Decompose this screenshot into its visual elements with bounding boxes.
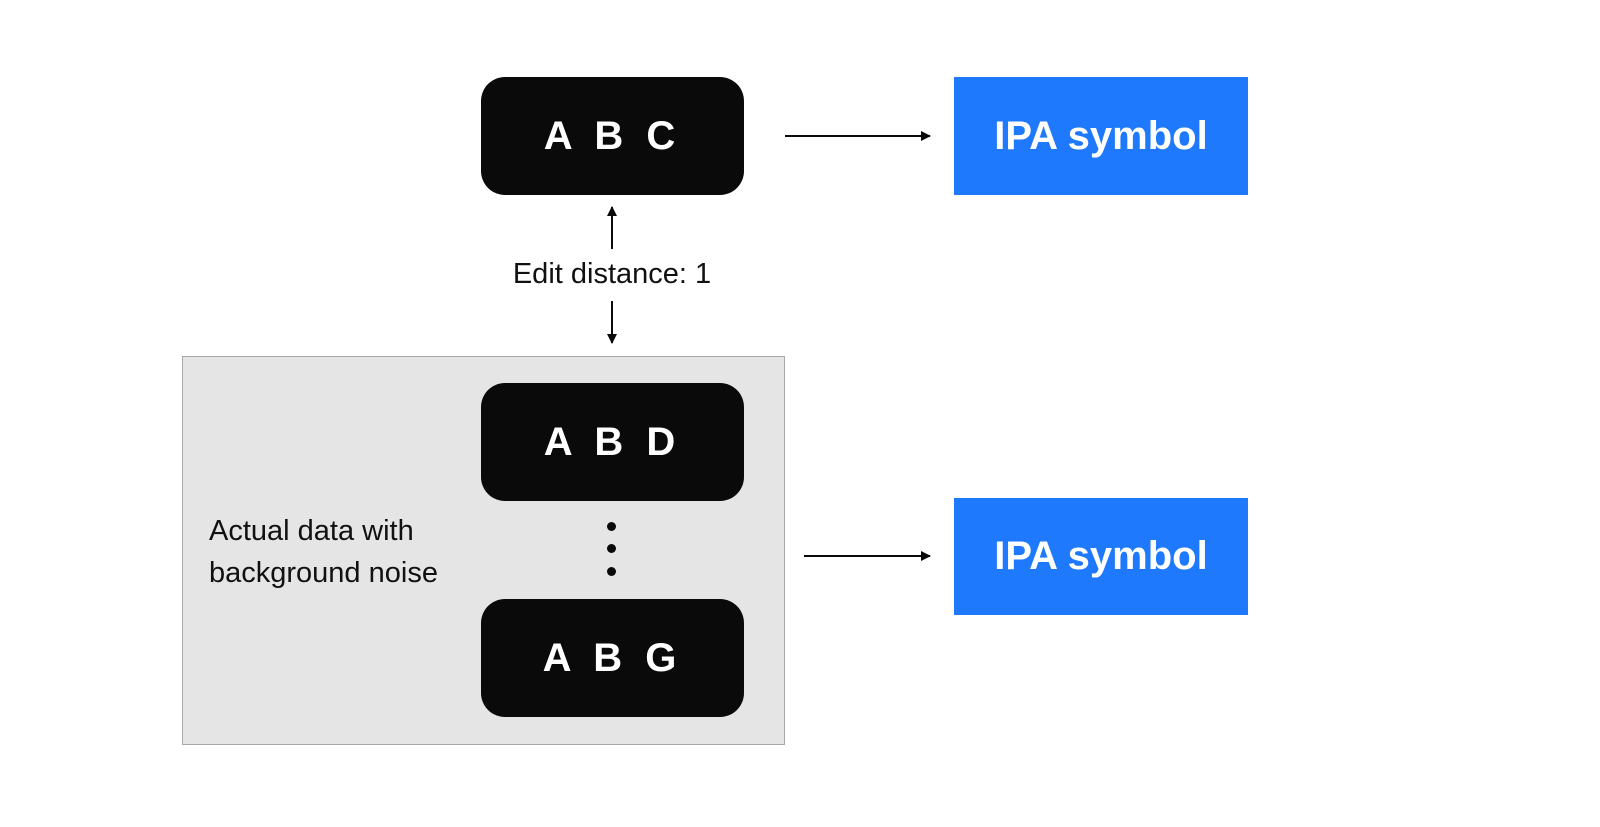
node-abc: A B C [481,77,744,195]
edit-distance-label: Edit distance: 1 [512,258,712,290]
ipa-symbol-output-bottom-label: IPA symbol [994,534,1208,578]
background-noise-label-line2: background noise [209,557,438,589]
background-noise-label: Actual data with background noise [209,510,499,594]
background-noise-label-line1: Actual data with [209,515,414,547]
ellipsis-dot-2 [607,544,616,553]
node-abg: A B G [481,599,744,717]
ipa-symbol-output-top: IPA symbol [954,77,1248,195]
node-abg-label: A B G [542,635,683,680]
ellipsis-dot-1 [607,522,616,531]
node-abd: A B D [481,383,744,501]
ellipsis-dot-3 [607,567,616,576]
node-abc-label: A B C [543,113,682,158]
node-abd-label: A B D [543,419,682,464]
ipa-symbol-output-bottom: IPA symbol [954,498,1248,615]
ipa-symbol-output-top-label: IPA symbol [994,113,1208,158]
